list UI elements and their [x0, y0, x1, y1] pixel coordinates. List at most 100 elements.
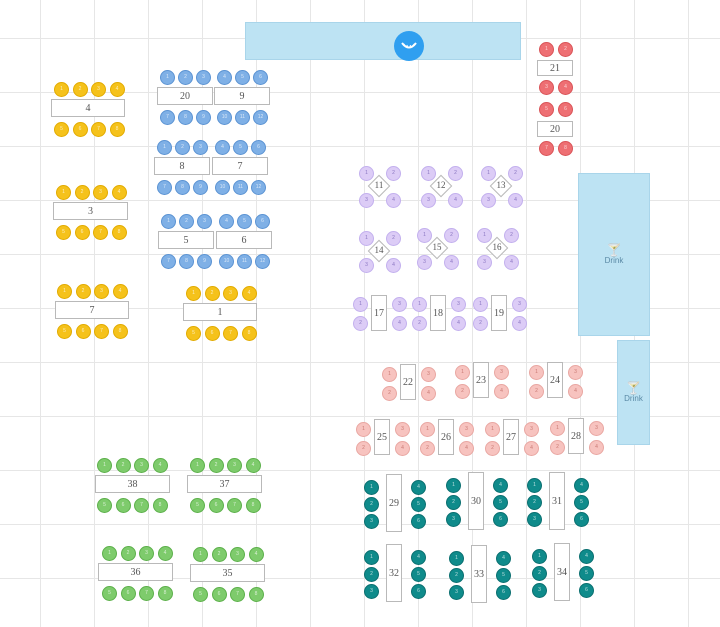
- seat[interactable]: 1: [527, 477, 542, 493]
- seat[interactable]: 1: [54, 82, 69, 97]
- seat[interactable]: 1: [485, 422, 500, 437]
- seat[interactable]: 4: [411, 549, 426, 565]
- table-31[interactable]: 31: [549, 472, 565, 530]
- seat[interactable]: 3: [197, 214, 212, 229]
- seat[interactable]: 11: [233, 180, 248, 195]
- seat[interactable]: 6: [208, 498, 224, 513]
- seat[interactable]: 6: [255, 214, 270, 229]
- seat[interactable]: 4: [111, 185, 127, 200]
- seat[interactable]: 1: [477, 228, 492, 243]
- seat[interactable]: 2: [449, 567, 464, 583]
- seat[interactable]: 2: [550, 440, 565, 455]
- seat[interactable]: 2: [178, 70, 193, 85]
- seat[interactable]: 3: [91, 82, 106, 97]
- seat[interactable]: 5: [539, 102, 554, 117]
- seat[interactable]: 4: [157, 546, 173, 561]
- seat[interactable]: 4: [524, 441, 539, 456]
- seat[interactable]: 2: [74, 185, 90, 200]
- seat[interactable]: 5: [493, 494, 508, 510]
- table-8[interactable]: 8: [154, 157, 210, 175]
- seat[interactable]: 5: [186, 326, 201, 341]
- seat[interactable]: 3: [93, 185, 108, 200]
- seat[interactable]: 3: [421, 367, 436, 382]
- seat[interactable]: 5: [579, 565, 594, 581]
- seat[interactable]: 3: [451, 297, 466, 312]
- seat[interactable]: 8: [152, 498, 168, 513]
- seat[interactable]: 10: [215, 180, 230, 195]
- seat[interactable]: 2: [211, 547, 227, 562]
- seat[interactable]: 3: [364, 513, 379, 529]
- seat[interactable]: 8: [245, 498, 261, 513]
- seat[interactable]: 5: [574, 494, 589, 510]
- seat[interactable]: 6: [120, 586, 136, 601]
- seat[interactable]: 9: [193, 180, 208, 195]
- seat[interactable]: 1: [157, 140, 172, 155]
- table-35[interactable]: 35: [190, 564, 265, 582]
- table-38[interactable]: 38: [95, 475, 170, 493]
- stage-zone[interactable]: [245, 22, 521, 61]
- seat[interactable]: 3: [134, 458, 149, 473]
- seat[interactable]: 2: [364, 566, 379, 582]
- seat[interactable]: 6: [115, 498, 131, 513]
- seat[interactable]: 5: [237, 214, 252, 229]
- seat[interactable]: 1: [529, 365, 544, 380]
- seat[interactable]: 4: [219, 214, 234, 229]
- seat[interactable]: 3: [512, 297, 527, 312]
- seat[interactable]: 6: [493, 511, 508, 527]
- seat[interactable]: 5: [411, 496, 426, 512]
- seat[interactable]: 12: [255, 254, 270, 269]
- seat[interactable]: 1: [359, 231, 374, 246]
- seat[interactable]: 6: [204, 326, 220, 341]
- seat[interactable]: 1: [417, 228, 432, 243]
- seat[interactable]: 3: [395, 422, 410, 437]
- table-20[interactable]: 20: [157, 87, 213, 105]
- seat[interactable]: 2: [508, 166, 523, 181]
- seat[interactable]: 4: [496, 550, 511, 566]
- seat[interactable]: 7: [161, 254, 176, 269]
- seat[interactable]: 5: [54, 122, 69, 137]
- seat[interactable]: 4: [241, 286, 257, 301]
- seat[interactable]: 1: [412, 297, 427, 312]
- table-24[interactable]: 24: [547, 362, 563, 398]
- seat[interactable]: 3: [477, 255, 492, 270]
- seat[interactable]: 10: [217, 110, 232, 125]
- seat[interactable]: 5: [496, 567, 511, 583]
- seat[interactable]: 4: [386, 258, 401, 273]
- table-28[interactable]: 28: [568, 418, 584, 454]
- seat[interactable]: 2: [386, 231, 401, 246]
- seat[interactable]: 2: [529, 384, 544, 399]
- table-25[interactable]: 25: [374, 419, 390, 455]
- seat[interactable]: 6: [411, 513, 426, 529]
- seat[interactable]: 2: [120, 546, 136, 561]
- seat[interactable]: 2: [356, 441, 371, 456]
- seat[interactable]: 4: [451, 316, 466, 331]
- seat[interactable]: 1: [446, 477, 461, 493]
- seat[interactable]: 3: [94, 284, 109, 299]
- seat[interactable]: 8: [112, 324, 128, 339]
- seat[interactable]: 8: [175, 180, 190, 195]
- seat[interactable]: 1: [193, 547, 208, 562]
- seat[interactable]: 1: [97, 458, 112, 473]
- seat[interactable]: 3: [532, 582, 547, 598]
- seat[interactable]: 3: [539, 80, 554, 95]
- seat[interactable]: 4: [248, 547, 264, 562]
- seat[interactable]: 6: [496, 584, 511, 600]
- table-6[interactable]: 6: [216, 231, 272, 249]
- seat[interactable]: 11: [235, 110, 250, 125]
- seat[interactable]: 6: [253, 70, 268, 85]
- seat[interactable]: 7: [160, 110, 175, 125]
- seat[interactable]: 8: [241, 326, 257, 341]
- seat[interactable]: 3: [359, 258, 374, 273]
- seat[interactable]: 6: [74, 225, 90, 240]
- seat[interactable]: 1: [353, 297, 368, 312]
- seat[interactable]: 2: [473, 316, 488, 331]
- seat[interactable]: 4: [421, 386, 436, 401]
- seat[interactable]: 2: [175, 140, 190, 155]
- seat[interactable]: 5: [233, 140, 248, 155]
- seat[interactable]: 3: [494, 365, 509, 380]
- seat[interactable]: 2: [72, 82, 88, 97]
- seat[interactable]: 1: [481, 166, 496, 181]
- seat[interactable]: 1: [57, 284, 72, 299]
- seat[interactable]: 3: [364, 583, 379, 599]
- seat[interactable]: 2: [364, 496, 379, 512]
